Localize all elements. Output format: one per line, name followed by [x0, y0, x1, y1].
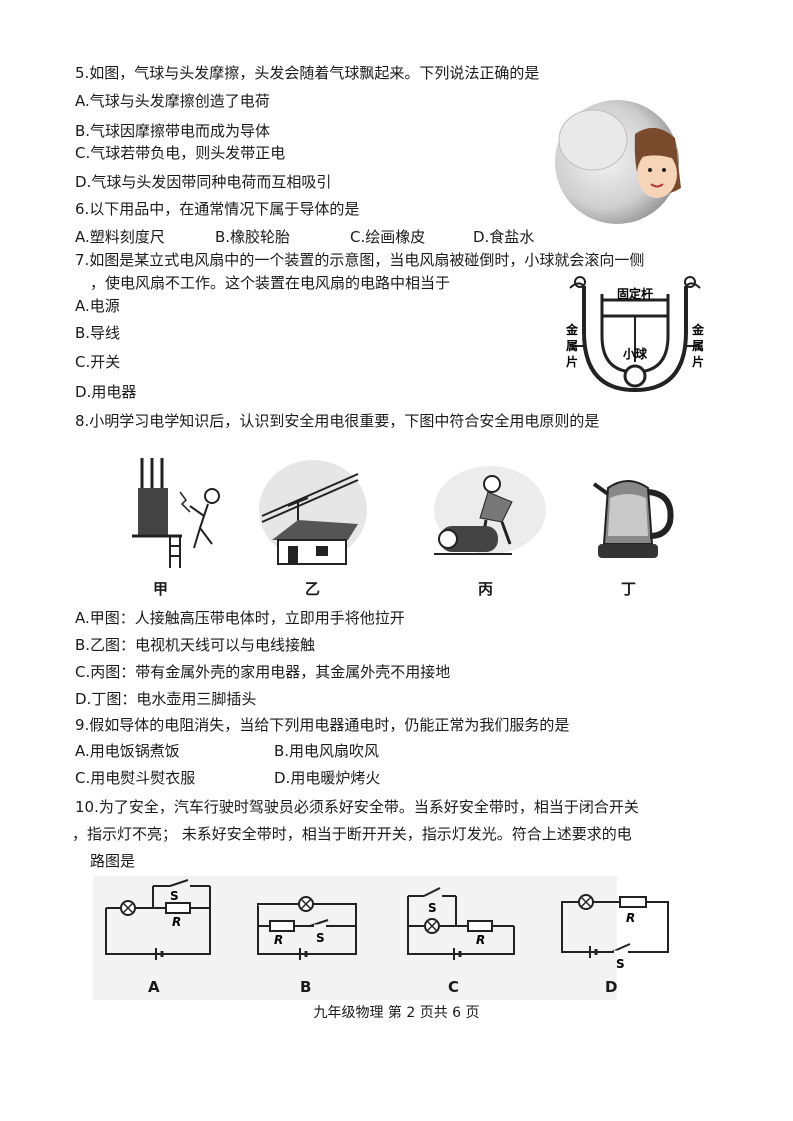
left-metal-label-1: 金	[565, 322, 579, 337]
caption-jia: 甲	[153, 580, 169, 598]
circuit-c-switch-label: S	[428, 901, 437, 915]
q9-option-d: D.用电暖炉烤火	[274, 769, 381, 787]
q10-stem-line2: ，指示灯不亮； 未系好安全带时，相当于断开开关，指示灯发光。符合上述要求的电	[72, 825, 632, 843]
circuit-b-label: B	[300, 978, 312, 996]
q8-option-b: B.乙图：电视机天线可以与电线接触	[75, 636, 316, 654]
right-metal-label-2: 属	[692, 339, 704, 353]
electric-kettle-figure	[592, 480, 674, 558]
circuit-c-resistor-label: R	[476, 933, 485, 947]
circuit-b: R S	[257, 896, 357, 960]
q7-option-a: A.电源	[75, 297, 120, 315]
q8-stem: 8.小明学习电学知识后，认识到安全用电很重要，下图中符合安全用电原则的是	[75, 412, 600, 430]
page-footer: 九年级物理 第 2 页共 6 页	[313, 1005, 480, 1021]
q6-option-c: C.绘画橡皮	[350, 228, 426, 246]
q10-stem-line3: 路图是	[90, 852, 136, 870]
q6-option-b: B.橡胶轮胎	[215, 228, 291, 246]
q9-option-b: B.用电风扇吹风	[274, 742, 380, 760]
q5-option-b: B.气球因摩擦带电而成为导体	[75, 122, 271, 140]
q5-stem: 5.如图，气球与头发摩擦，头发会随着气球飘起来。下列说法正确的是	[75, 64, 540, 82]
q6-option-d: D.食盐水	[473, 228, 535, 246]
q7-option-d: D.用电器	[75, 383, 137, 401]
circuit-b-switch-label: S	[316, 931, 325, 945]
left-metal-label-3: 片	[566, 354, 578, 369]
q8-option-d: D.丁图：电水壶用三脚插头	[75, 690, 257, 708]
caption-ding: 丁	[621, 580, 637, 598]
q5-option-d: D.气球与头发因带同种电荷而互相吸引	[75, 173, 332, 191]
caption-yi: 乙	[305, 580, 321, 598]
circuit-a-switch-label: S	[170, 889, 179, 903]
right-metal-label-1: 金	[691, 322, 705, 337]
q9-option-c: C.用电熨斗熨衣服	[75, 769, 196, 787]
circuit-b-resistor-label: R	[274, 933, 283, 947]
ball-label: 小球	[623, 346, 648, 361]
high-voltage-rescue-figure	[132, 458, 220, 568]
circuit-d-resistor-label: R	[626, 911, 635, 925]
caption-bing: 丙	[478, 580, 494, 598]
tilt-switch-figure: 固定杆 小球 金 属 片 金 属 片	[565, 276, 705, 393]
circuit-d: R S	[561, 894, 669, 968]
circuit-d-label: D	[605, 978, 618, 996]
q7-option-b: B.导线	[75, 324, 121, 342]
q8-option-a: A.甲图：人接触高压带电体时，立即用手将他拉开	[75, 609, 405, 627]
fixed-rod-label: 固定杆	[617, 286, 653, 301]
q5-option-a: A.气球与头发摩擦创造了电荷	[75, 92, 270, 110]
circuit-a-resistor-label: R	[172, 915, 181, 929]
q8-option-c: C.丙图：带有金属外壳的家用电器，其金属外壳不用接地	[75, 663, 451, 681]
q6-stem: 6.以下用品中，在通常情况下属于导体的是	[75, 200, 360, 218]
q7-option-c: C.开关	[75, 353, 121, 371]
q9-option-a: A.用电饭锅煮饭	[75, 742, 180, 760]
q5-option-c: C.气球若带负电，则头发带正电	[75, 144, 286, 162]
circuit-c-label: C	[448, 978, 460, 996]
right-metal-label-3: 片	[692, 354, 704, 369]
q10-stem-line1: 10.为了安全，汽车行驶时驾驶员必须系好安全带。当系好安全带时，相当于闭合开关	[75, 798, 639, 816]
left-metal-label-2: 属	[566, 339, 578, 353]
motor-worker-figure	[434, 466, 546, 555]
q6-option-a: A.塑料刻度尺	[75, 228, 165, 246]
antenna-house-figure	[259, 460, 367, 565]
circuit-c: S R	[407, 887, 515, 960]
circuit-a-label: A	[148, 978, 160, 996]
balloon-hair-figure	[555, 100, 681, 224]
circuit-a: S R	[105, 879, 211, 960]
circuit-d-switch-label: S	[616, 957, 625, 968]
q9-stem: 9.假如导体的电阻消失，当给下列用电器通电时，仍能正常为我们服务的是	[75, 716, 570, 734]
q7-stem-line1: 7.如图是某立式电风扇中的一个装置的示意图，当电风扇被碰倒时，小球就会滚向一侧	[75, 251, 645, 269]
q7-stem-line2: ，使电风扇不工作。这个装置在电风扇的电路中相当于	[90, 274, 451, 292]
